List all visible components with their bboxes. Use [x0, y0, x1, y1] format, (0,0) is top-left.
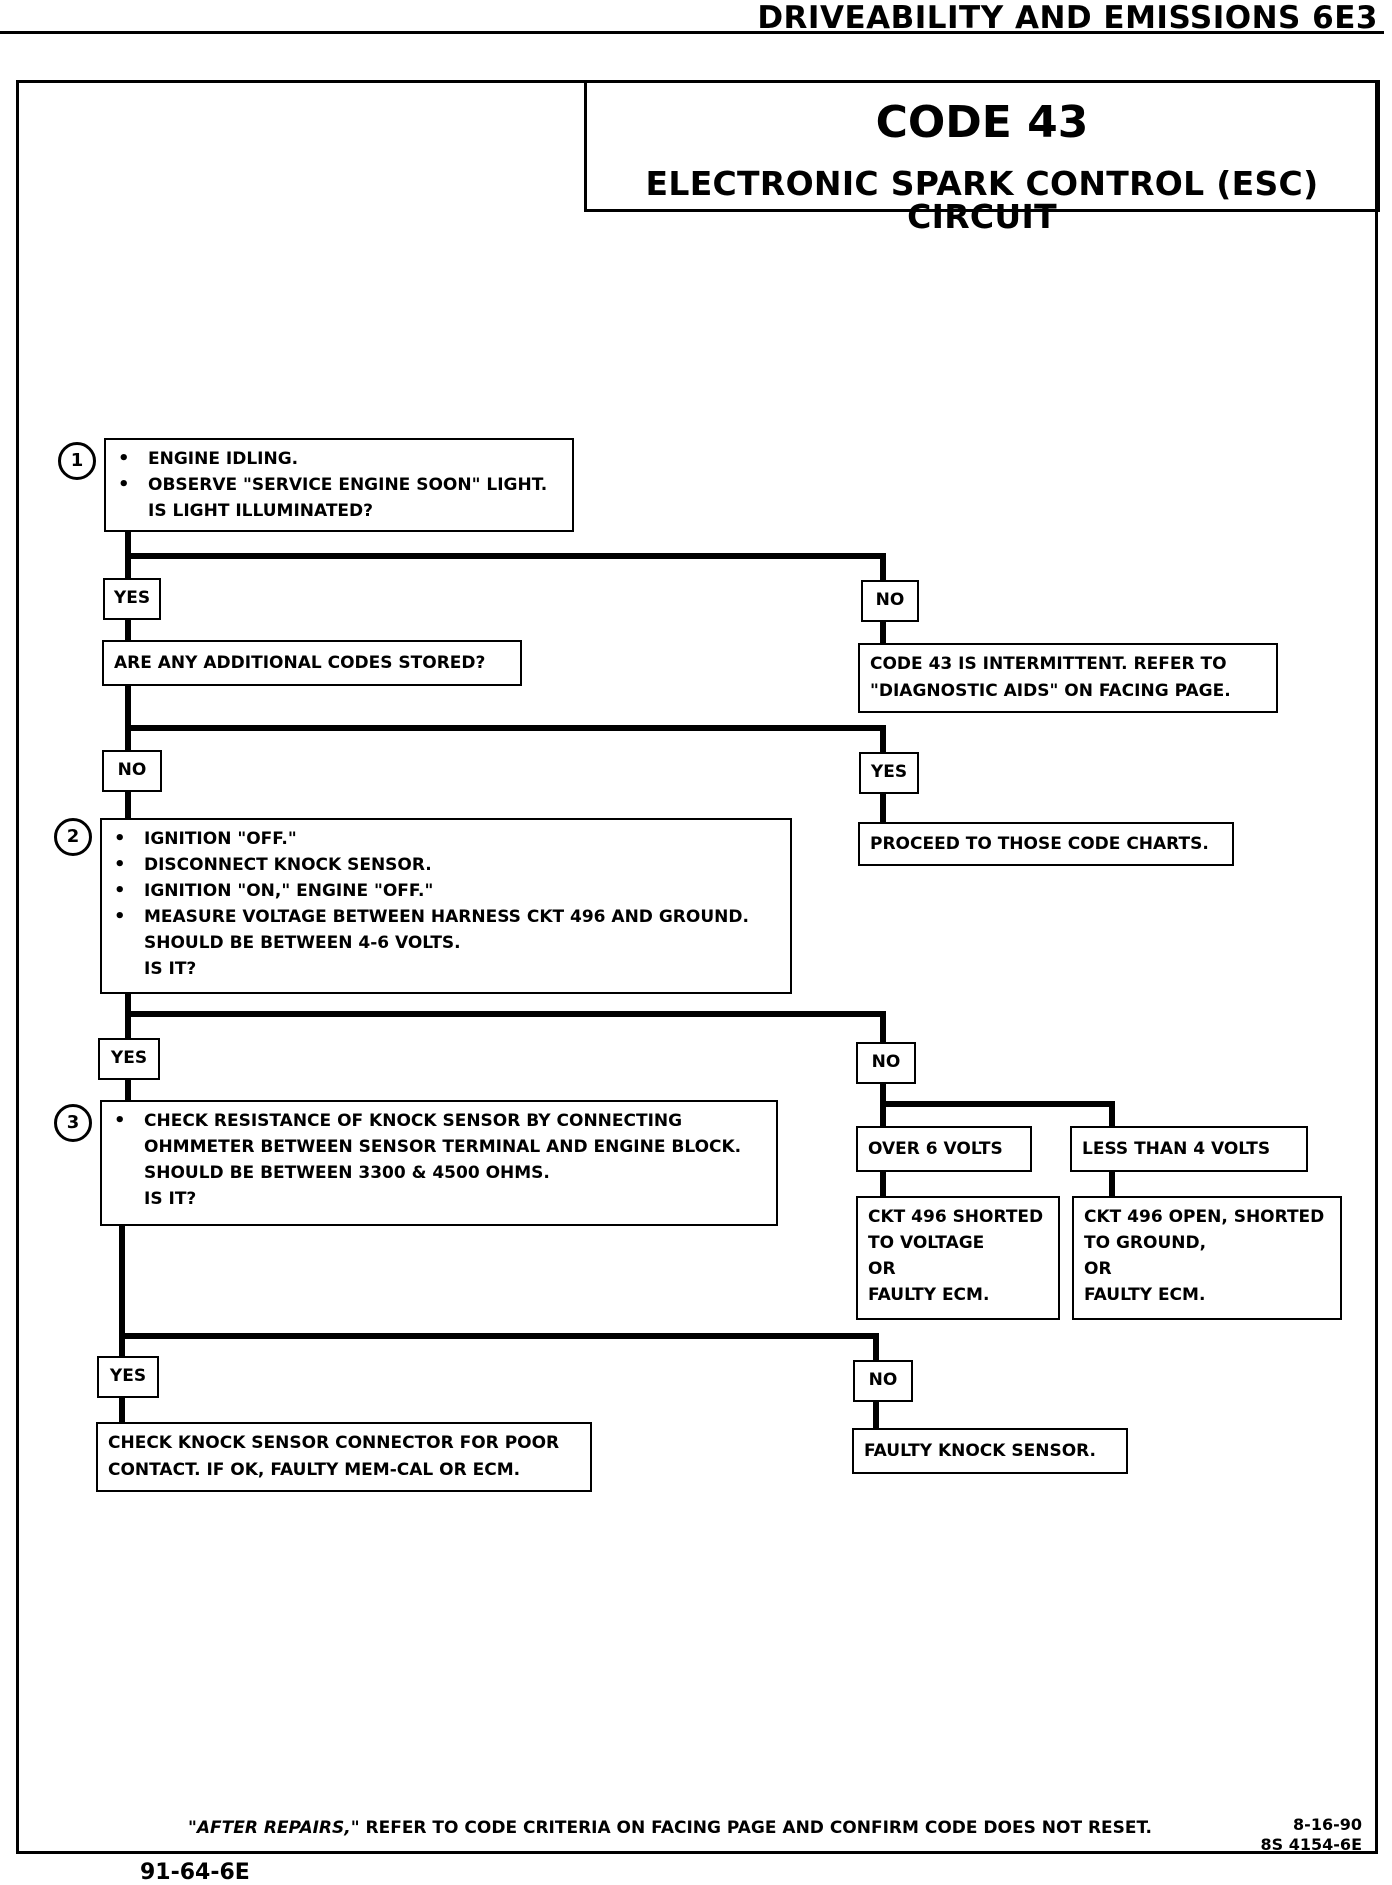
page-header: DRIVEABILITY AND EMISSIONS 6E3 [757, 0, 1378, 36]
step-1-box: ENGINE IDLING. OBSERVE "SERVICE ENGINE S… [104, 438, 574, 532]
less-than-4-volts-box: LESS THAN 4 VOLTS [1070, 1126, 1308, 1172]
after-repairs-emphasis: "AFTER REPAIRS," [188, 1818, 360, 1838]
step-1-marker: 1 [58, 442, 96, 480]
result-line: OR [1084, 1259, 1112, 1279]
intermittent-box: CODE 43 IS INTERMITTENT. REFER TO "DIAGN… [858, 643, 1278, 713]
additional-codes-box: ARE ANY ADDITIONAL CODES STORED? [102, 640, 522, 686]
step-3-question: IS IT? [144, 1189, 197, 1209]
page-code: 91-64-6E [140, 1860, 250, 1885]
check-connector-box: CHECK KNOCK SENSOR CONNECTOR FOR POOR CO… [96, 1422, 592, 1492]
step-3-box: CHECK RESISTANCE OF KNOCK SENSOR BY CONN… [100, 1100, 778, 1226]
result-line: CKT 496 OPEN, SHORTED [1084, 1207, 1325, 1227]
header-rule [0, 31, 1384, 34]
intermittent-line-2: "DIAGNOSTIC AIDS" ON FACING PAGE. [870, 681, 1231, 701]
step-1-line: ENGINE IDLING. [116, 446, 562, 472]
after-repairs-note: "AFTER REPAIRS," REFER TO CODE CRITERIA … [188, 1818, 1152, 1838]
yes-label: YES [859, 752, 919, 794]
chart-code-title: CODE 43 [875, 97, 1089, 148]
no-label: NO [853, 1360, 913, 1402]
step-3-line-cont: OHMMETER BETWEEN SENSOR TERMINAL AND ENG… [144, 1137, 742, 1157]
after-repairs-text: REFER TO CODE CRITERIA ON FACING PAGE AN… [359, 1818, 1152, 1838]
result-line: TO VOLTAGE [868, 1233, 985, 1253]
result-line: TO GROUND, [1084, 1233, 1207, 1253]
yes-label: YES [97, 1356, 159, 1398]
result-line: FAULTY ECM. [868, 1285, 990, 1305]
yes-label: YES [103, 578, 161, 620]
over-6-volts-box: OVER 6 VOLTS [856, 1126, 1032, 1172]
step-2-line: IGNITION "ON," ENGINE "OFF." [112, 878, 780, 904]
result-line: CKT 496 SHORTED [868, 1207, 1044, 1227]
step-2-line: DISCONNECT KNOCK SENSOR. [112, 852, 780, 878]
revision-block: 8-16-90 8S 4154-6E [1232, 1815, 1362, 1855]
over-6-result-box: CKT 496 SHORTED TO VOLTAGE OR FAULTY ECM… [856, 1196, 1060, 1320]
result-line: FAULTY ECM. [1084, 1285, 1206, 1305]
title-box: CODE 43 ELECTRONIC SPARK CONTROL (ESC) C… [584, 80, 1380, 233]
chart-subtitle: ELECTRONIC SPARK CONTROL (ESC) CIRCUIT [645, 164, 1319, 236]
step-3-marker: 3 [54, 1104, 92, 1142]
result-line: OR [868, 1259, 896, 1279]
no-label: NO [861, 580, 919, 622]
less-4-result-box: CKT 496 OPEN, SHORTED TO GROUND, OR FAUL… [1072, 1196, 1342, 1320]
step-3-criteria: SHOULD BE BETWEEN 3300 & 4500 OHMS. [144, 1163, 550, 1183]
step-1-line: OBSERVE "SERVICE ENGINE SOON" LIGHT. [116, 472, 562, 498]
revision-ref: 8S 4154-6E [1260, 1835, 1362, 1854]
revision-date: 8-16-90 [1293, 1815, 1362, 1834]
check-connector-line-1: CHECK KNOCK SENSOR CONNECTOR FOR POOR [108, 1433, 560, 1453]
no-label: NO [856, 1042, 916, 1084]
step-2-marker: 2 [54, 818, 92, 856]
yes-label: YES [98, 1038, 160, 1080]
step-2-line: MEASURE VOLTAGE BETWEEN HARNESS CKT 496 … [112, 904, 780, 930]
no-label: NO [102, 750, 162, 792]
step-2-question: IS IT? [144, 959, 197, 979]
step-1-question: IS LIGHT ILLUMINATED? [148, 501, 374, 521]
faulty-knock-sensor-box: FAULTY KNOCK SENSOR. [852, 1428, 1128, 1474]
proceed-box: PROCEED TO THOSE CODE CHARTS. [858, 822, 1234, 866]
intermittent-line-1: CODE 43 IS INTERMITTENT. REFER TO [870, 654, 1227, 674]
check-connector-line-2: CONTACT. IF OK, FAULTY MEM-CAL OR ECM. [108, 1460, 521, 1480]
step-2-criteria: SHOULD BE BETWEEN 4-6 VOLTS. [144, 933, 461, 953]
step-3-line: CHECK RESISTANCE OF KNOCK SENSOR BY CONN… [112, 1108, 766, 1134]
step-2-box: IGNITION "OFF." DISCONNECT KNOCK SENSOR.… [100, 818, 792, 994]
step-2-line: IGNITION "OFF." [112, 826, 780, 852]
